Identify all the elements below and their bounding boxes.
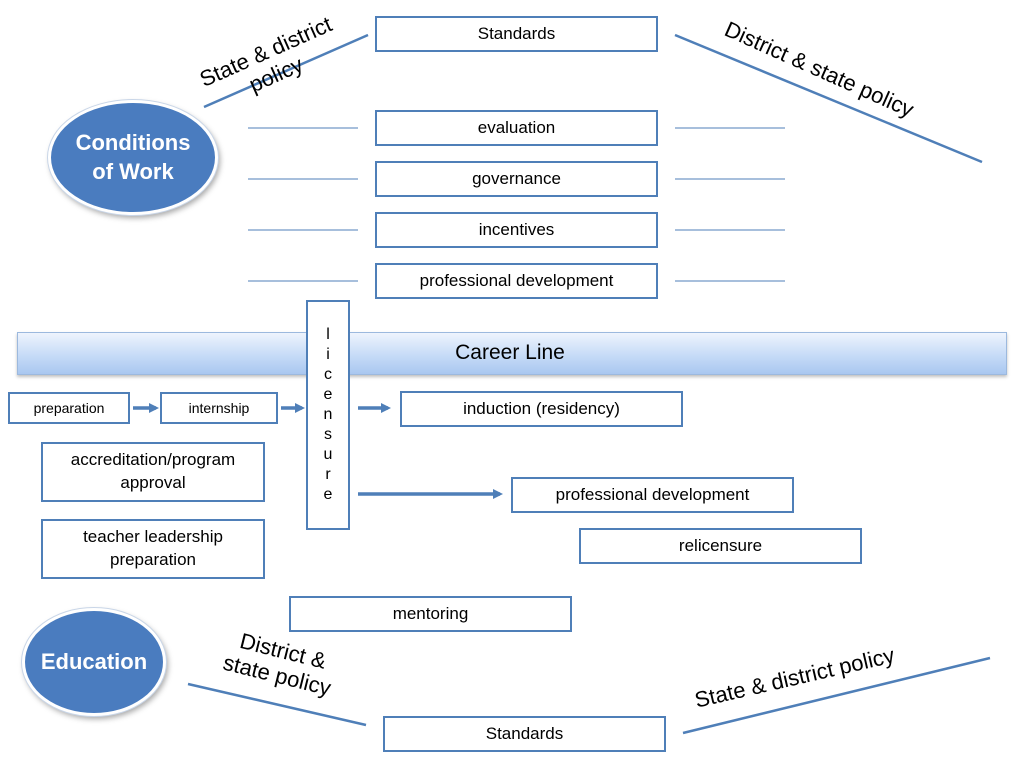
incentives-label: incentives xyxy=(478,219,555,239)
top-standards-box: Standards xyxy=(375,16,658,52)
licensure-box: l i c e n s u r e xyxy=(306,300,350,530)
licensure-letter: n xyxy=(323,406,333,423)
mentoring-box: mentoring xyxy=(289,596,572,632)
licensure-letter: u xyxy=(323,446,333,463)
policy-line-top-right xyxy=(674,33,983,164)
internship-box: internship xyxy=(160,392,278,424)
accreditation-box: accreditation/program approval xyxy=(41,442,265,502)
education-label: Education xyxy=(40,648,148,674)
governance-label: governance xyxy=(472,168,561,188)
conditions-of-work-ellipse: Conditions of Work xyxy=(48,100,218,215)
career-professional-development-box: professional development xyxy=(511,477,794,513)
internship-label: internship xyxy=(188,399,250,416)
governance-box: governance xyxy=(375,161,658,197)
relicensure-label: relicensure xyxy=(678,535,763,555)
accreditation-label: accreditation/program approval xyxy=(70,450,236,492)
mentoring-label: mentoring xyxy=(392,603,469,623)
career-line-label: Career Line xyxy=(455,341,565,364)
teacher-leadership-box: teacher leadership preparation xyxy=(41,519,265,579)
licensure-letter: i xyxy=(326,346,330,363)
conditions-professional-development-label: professional development xyxy=(419,270,614,290)
conditions-of-work-label: Conditions of Work xyxy=(75,129,191,184)
licensure-letter: e xyxy=(323,486,333,503)
licensure-letter: s xyxy=(324,426,332,443)
policy-line-top-left xyxy=(203,33,369,109)
career-professional-development-label: professional development xyxy=(555,484,750,504)
evaluation-box: evaluation xyxy=(375,110,658,146)
licensure-letter: l xyxy=(326,326,330,343)
education-ellipse: Education xyxy=(22,608,166,716)
bottom-standards-label: Standards xyxy=(485,723,564,743)
policy-line-bottom-left xyxy=(187,682,367,727)
preparation-box: preparation xyxy=(8,392,130,424)
preparation-label: preparation xyxy=(33,399,105,416)
career-line-bar xyxy=(17,332,1007,375)
policy-line-bottom-right xyxy=(682,656,991,735)
top-standards-label: Standards xyxy=(477,23,556,43)
bottom-standards-box: Standards xyxy=(383,716,666,752)
conditions-professional-development-box: professional development xyxy=(375,263,658,299)
licensure-letter: e xyxy=(323,386,333,403)
licensure-letter: r xyxy=(325,466,331,483)
induction-label: induction (residency) xyxy=(463,398,620,418)
licensure-letter: c xyxy=(324,366,332,383)
incentives-box: incentives xyxy=(375,212,658,248)
evaluation-label: evaluation xyxy=(477,117,556,137)
teacher-leadership-label: teacher leadership preparation xyxy=(83,527,223,569)
relicensure-box: relicensure xyxy=(579,528,862,564)
induction-box: induction (residency) xyxy=(400,391,683,427)
